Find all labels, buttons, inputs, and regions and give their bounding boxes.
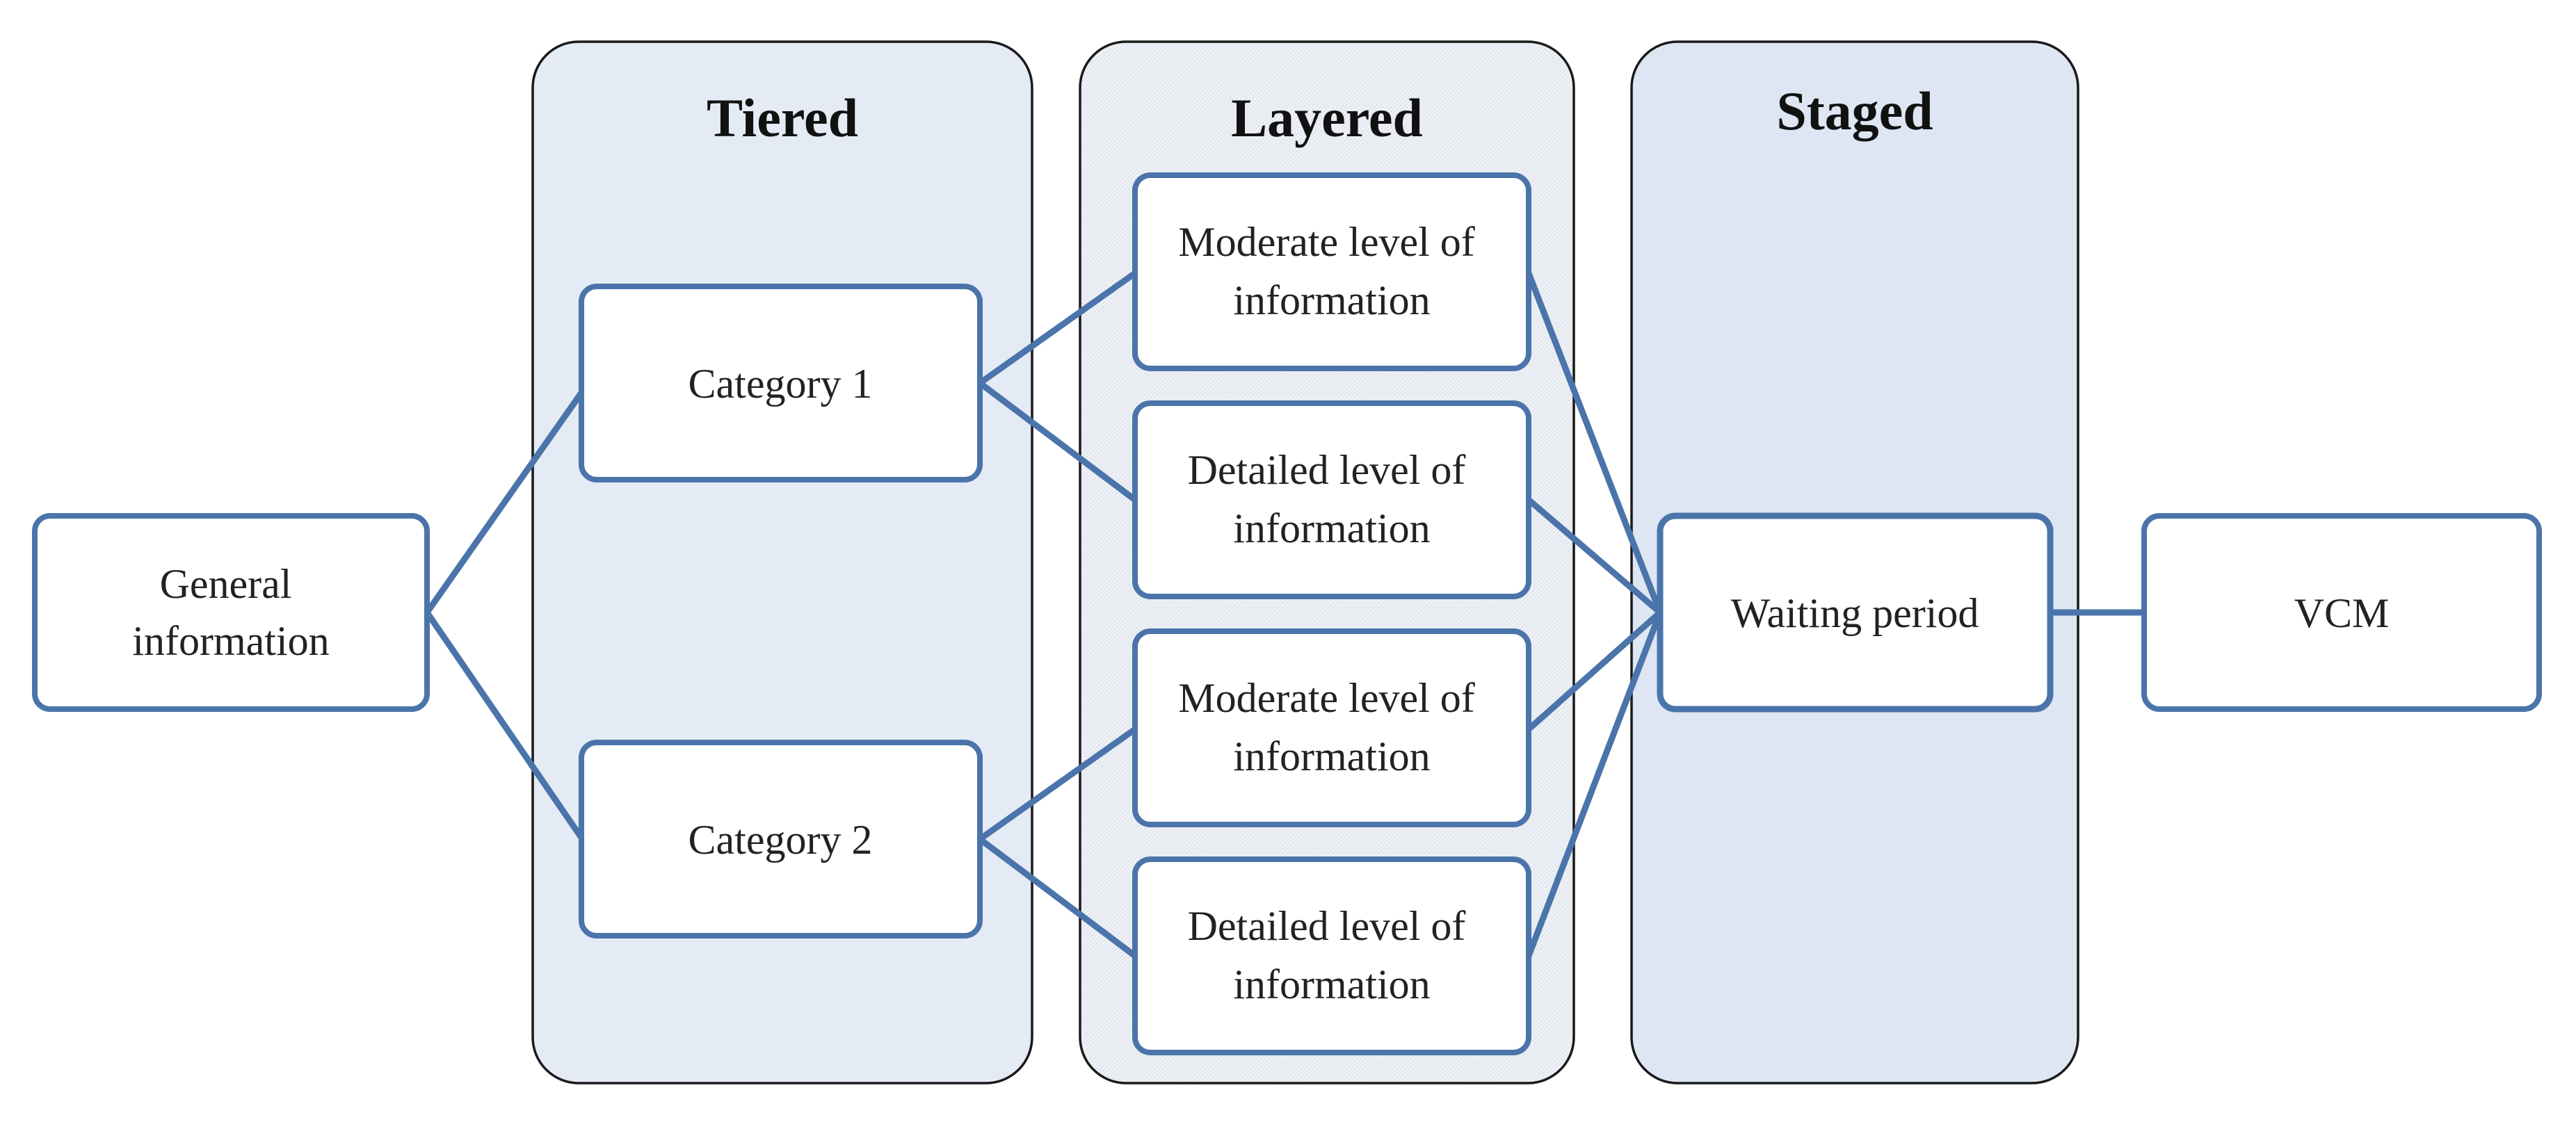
node-moderate2-line2: information bbox=[1233, 733, 1430, 779]
edge-detailed2-waiting bbox=[1525, 609, 1664, 959]
node-moderate2-line1: Moderate level of bbox=[1178, 675, 1474, 721]
node-detailed1-line2: information bbox=[1233, 505, 1430, 551]
node-moderate1-line1: Moderate level of bbox=[1178, 219, 1474, 265]
node-general-information: General information bbox=[32, 513, 430, 712]
node-moderate1-line2: information bbox=[1233, 277, 1430, 323]
node-category-1: Category 1 bbox=[579, 284, 983, 482]
node-category-2: Category 2 bbox=[579, 740, 983, 939]
node-waiting-period: Waiting period bbox=[1657, 512, 2054, 713]
node-general-line1: General bbox=[160, 561, 292, 607]
connectors bbox=[424, 270, 2148, 959]
phase-title-tiered: Tiered bbox=[707, 88, 858, 148]
svg-text:General information: General information bbox=[132, 561, 329, 664]
node-category2-label: Category 2 bbox=[689, 817, 873, 863]
edge-detailed1-waiting bbox=[1525, 496, 1664, 616]
edge-category2-moderate2 bbox=[976, 726, 1138, 843]
node-detailed2-line1: Detailed level of bbox=[1188, 903, 1466, 949]
edge-moderate1-waiting bbox=[1525, 270, 1664, 616]
node-vcm: VCM bbox=[2141, 513, 2542, 712]
svg-text:Moderate level of inform: Moderate level of information bbox=[1178, 219, 1485, 323]
node-category1-label: Category 1 bbox=[689, 361, 873, 407]
edge-category1-detailed1 bbox=[976, 380, 1138, 503]
phase-title-layered: Layered bbox=[1231, 88, 1423, 148]
phase-title-staged: Staged bbox=[1776, 81, 1933, 141]
edge-category1-moderate1 bbox=[976, 270, 1138, 387]
edge-category2-detailed2 bbox=[976, 836, 1138, 959]
node-waiting-label: Waiting period bbox=[1731, 590, 1979, 636]
node-moderate-level-1: Moderate level of information bbox=[1132, 172, 1531, 371]
node-general-line2: information bbox=[132, 618, 329, 664]
edge-moderate2-waiting bbox=[1525, 609, 1664, 733]
node-detailed2-line2: information bbox=[1233, 961, 1430, 1007]
node-detailed-level-1: Detailed level of information bbox=[1132, 400, 1531, 599]
edge-general-category2 bbox=[424, 609, 585, 841]
node-detailed1-line1: Detailed level of bbox=[1188, 447, 1466, 493]
node-vcm-label: VCM bbox=[2294, 590, 2390, 636]
edge-general-category1 bbox=[424, 389, 585, 616]
svg-text:Detailed level of inform: Detailed level of information bbox=[1188, 903, 1476, 1007]
svg-text:Detailed level of inform: Detailed level of information bbox=[1188, 447, 1476, 551]
node-detailed-level-2: Detailed level of information bbox=[1132, 856, 1531, 1055]
svg-text:Moderate level of inform: Moderate level of information bbox=[1178, 675, 1485, 779]
node-moderate-level-2: Moderate level of information bbox=[1132, 628, 1531, 827]
